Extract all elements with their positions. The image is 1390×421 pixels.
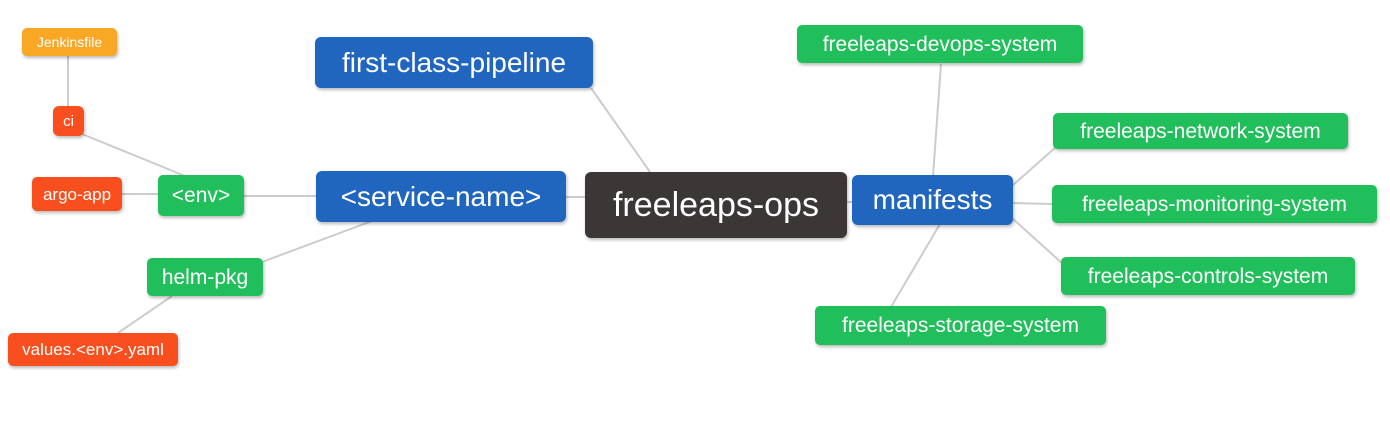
node-freeleaps-ops-root[interactable]: freeleaps-ops <box>585 172 847 238</box>
node-freeleaps-monitoring-system[interactable]: freeleaps-monitoring-system <box>1052 185 1377 223</box>
node-argo-app[interactable]: argo-app <box>32 177 122 211</box>
node-freeleaps-storage-system[interactable]: freeleaps-storage-system <box>815 306 1106 345</box>
edge-values-helm-pkg <box>117 295 173 334</box>
edge-manifests-network <box>1011 146 1057 187</box>
node-service-name[interactable]: <service-name> <box>316 171 566 222</box>
node-helm-pkg[interactable]: helm-pkg <box>147 258 263 296</box>
edge-manifests-devops <box>932 63 942 177</box>
node-values-env-yaml[interactable]: values.<env>.yaml <box>8 333 178 366</box>
node-first-class-pipeline[interactable]: first-class-pipeline <box>315 37 593 88</box>
node-env[interactable]: <env> <box>158 175 244 216</box>
edge-pipeline-ops <box>590 87 651 173</box>
node-freeleaps-controls-system[interactable]: freeleaps-controls-system <box>1061 257 1355 295</box>
edge-manifests-storage <box>890 223 941 308</box>
edge-manifests-controls <box>1011 217 1064 265</box>
node-freeleaps-network-system[interactable]: freeleaps-network-system <box>1053 113 1348 149</box>
edge-manifests-monitoring <box>1011 202 1054 205</box>
node-jenkinsfile[interactable]: Jenkinsfile <box>22 28 117 56</box>
edge-ci-env <box>81 133 186 177</box>
node-manifests[interactable]: manifests <box>852 175 1013 225</box>
node-freeleaps-devops-system[interactable]: freeleaps-devops-system <box>797 25 1083 63</box>
edge-helm-pkg-service-name <box>261 220 373 263</box>
node-ci[interactable]: ci <box>53 106 84 136</box>
